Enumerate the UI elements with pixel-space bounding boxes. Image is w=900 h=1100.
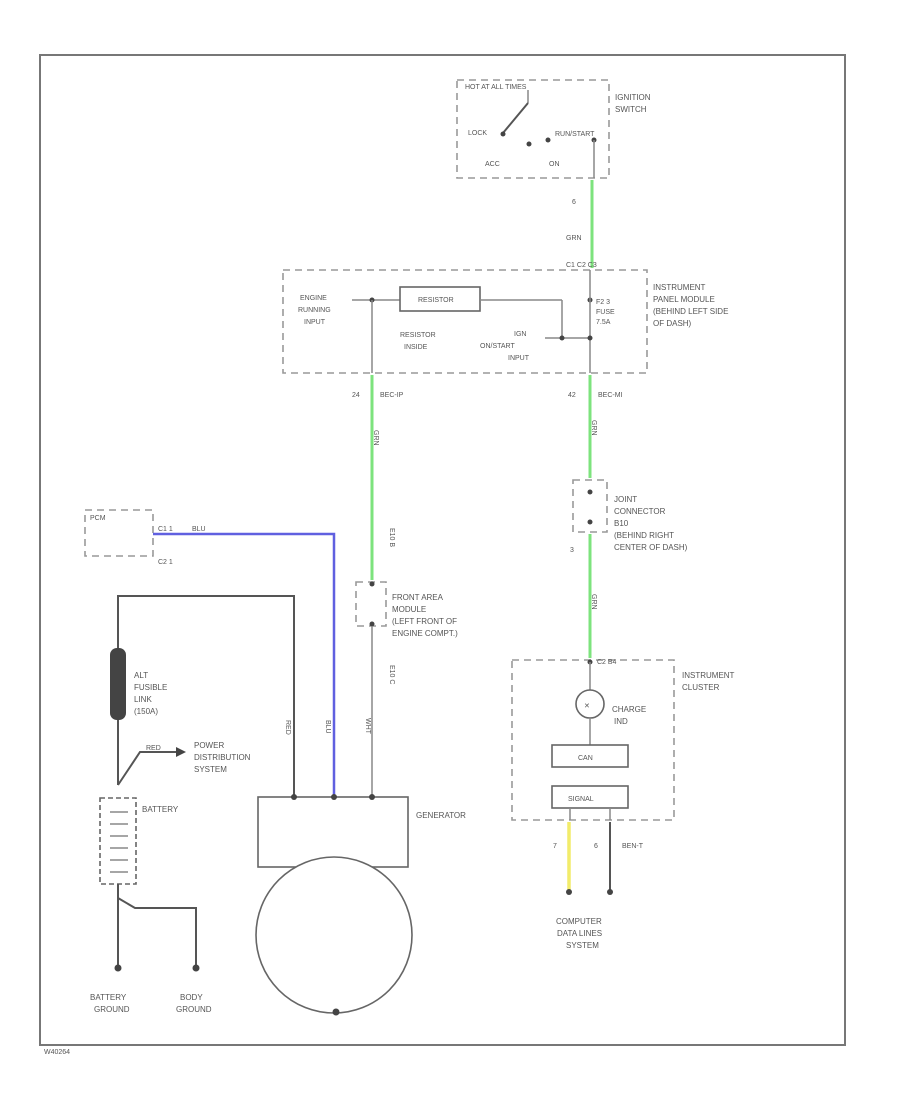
- cluster-signal-box: [551, 785, 629, 809]
- switch-pos-acc: ACC: [485, 161, 500, 168]
- charge-indicator-lamp: [575, 689, 605, 719]
- charge-ind-label-2: IND: [614, 717, 628, 726]
- fam-label-1: FRONT AREA: [392, 593, 444, 602]
- wire-pcm-to-generator: [153, 532, 336, 795]
- switch-pos-on: ON: [549, 161, 560, 168]
- fam-label-3: (LEFT FRONT OF: [392, 617, 457, 626]
- wire-left-pin: 24: [352, 392, 360, 399]
- wire-right-color: GRN: [590, 420, 597, 436]
- generator: GENERATOR: [255, 794, 466, 1016]
- fuse-label-3: 7.5A: [596, 319, 611, 326]
- battery: BATTERY: [99, 797, 179, 885]
- ignition-switch-label-2: SWITCH: [615, 105, 647, 114]
- power-dist-label-3: SYSTEM: [194, 765, 227, 774]
- engine-running-label-1: ENGINE: [300, 295, 327, 302]
- fam-wire-down: WHT: [364, 718, 371, 735]
- body-ground-label-1: BODY: [180, 993, 203, 1002]
- fusible-label-3: LINK: [134, 695, 152, 704]
- pcm-label: PCM: [90, 515, 106, 522]
- fusible-label-2: FUSIBLE: [134, 683, 167, 692]
- fam-conn-top: E10 B: [388, 528, 395, 547]
- computer-label-3: SYSTEM: [566, 941, 599, 950]
- power-dist-label-1: POWER: [194, 741, 224, 750]
- battery-ground-label-1: BATTERY: [90, 993, 127, 1002]
- alt-fusible-link: ALT FUSIBLE LINK (150A): [110, 648, 167, 720]
- fam-conn-bot: E10 C: [388, 665, 395, 684]
- charge-ind-label-1: CHARGE: [612, 705, 646, 714]
- gen-wire-red: RED: [284, 720, 291, 735]
- ipm-label-4: OF DASH): [653, 319, 692, 328]
- fusible-label-1: ALT: [134, 671, 148, 680]
- diagram-code: W40264: [44, 1049, 70, 1056]
- ign-input-label-1: IGN: [514, 331, 526, 338]
- bottom-pin-right-code: BEN-T: [622, 843, 644, 850]
- resistor-inside-label-1: RESISTOR: [400, 332, 436, 339]
- hot-at-all-times-label: HOT AT ALL TIMES: [465, 84, 527, 91]
- cluster-can-box: [551, 744, 629, 768]
- front-area-module: FRONT AREA MODULE (LEFT FRONT OF ENGINE …: [355, 581, 458, 638]
- fuse-label-1: F2 3: [596, 299, 610, 306]
- body-ground-label-2: GROUND: [176, 1005, 212, 1014]
- ipm-label-3: (BEHIND LEFT SIDE: [653, 307, 728, 316]
- fam-label-2: MODULE: [392, 605, 426, 614]
- wire-joint-color: GRN: [590, 594, 597, 610]
- instrument-panel-module: C1 C2 C3 INSTRUMENT PANEL MODULE (BEHIND…: [282, 262, 728, 374]
- engine-running-label-3: INPUT: [304, 319, 326, 326]
- wire-fusible-to-generator: [117, 595, 295, 795]
- joint-label-4: (BEHIND RIGHT: [614, 531, 674, 540]
- bottom-pin-left: 7: [553, 843, 557, 850]
- wire-right-code: BEC-MI: [598, 392, 623, 399]
- wire-left-code: BEC-IP: [380, 392, 404, 399]
- gen-wire-blu: BLU: [324, 720, 331, 734]
- fam-label-4: ENGINE COMPT.): [392, 629, 458, 638]
- pcm-wire-color: BLU: [192, 526, 206, 533]
- joint-label-1: JOINT: [614, 495, 637, 504]
- cluster-box1-label: CAN: [578, 755, 593, 762]
- cluster-box2-label: SIGNAL: [568, 796, 594, 803]
- battery-label: BATTERY: [142, 805, 179, 814]
- pcm-pin: C1 1: [158, 526, 173, 533]
- ignition-switch-label-1: IGNITION: [615, 93, 651, 102]
- computer-label-2: DATA LINES: [557, 929, 602, 938]
- power-dist-wire: RED: [146, 745, 161, 752]
- generator-label: GENERATOR: [416, 811, 466, 820]
- ign-input-label-3: INPUT: [508, 355, 530, 362]
- battery-ground-label-2: GROUND: [94, 1005, 130, 1014]
- joint-label-2: CONNECTOR: [614, 507, 666, 516]
- power-dist-label-2: DISTRIBUTION: [194, 753, 251, 762]
- instrument-cluster: C2 B4 INSTRUMENT CLUSTER ✕ CHARGE IND CA…: [511, 659, 735, 821]
- wire-left-color: GRN: [372, 430, 379, 446]
- joint-label-5: CENTER OF DASH): [614, 543, 688, 552]
- ignition-switch: HOT AT ALL TIMES LOCK RUN/START ACC ON I…: [456, 79, 651, 179]
- resistor-value: RESISTOR: [418, 297, 454, 304]
- cluster-connector: C2 B4: [597, 659, 617, 666]
- fusible-label-4: (150A): [134, 707, 158, 716]
- bottom-pin-right: 6: [594, 843, 598, 850]
- switch-pos-run: RUN/START: [555, 131, 595, 138]
- joint-label-3: B10: [614, 519, 629, 528]
- ipm-connector: C1 C2 C3: [566, 262, 597, 269]
- pcm-conn: C2 1: [158, 559, 173, 566]
- wire-right-pin: 42: [568, 392, 576, 399]
- ipm-label-2: PANEL MODULE: [653, 295, 715, 304]
- wire-ign-color: GRN: [566, 235, 582, 242]
- fuse-label-2: FUSE: [596, 309, 615, 316]
- pcm: PCM C2 1: [84, 509, 173, 566]
- switch-pos-lock: LOCK: [468, 130, 487, 137]
- ipm-label-1: INSTRUMENT: [653, 283, 706, 292]
- resistor-symbol: [399, 286, 481, 312]
- diagram-frame: [39, 54, 846, 1046]
- cluster-label-1: INSTRUMENT: [682, 671, 735, 680]
- engine-running-label-2: RUNNING: [298, 307, 331, 314]
- cluster-label-2: CLUSTER: [682, 683, 720, 692]
- lamp-glyph: ✕: [584, 703, 590, 710]
- joint-pin-bottom: 3: [570, 547, 574, 554]
- ign-input-label-2: ON/START: [480, 343, 515, 350]
- resistor-inside-label-2: INSIDE: [404, 344, 428, 351]
- joint-connector: JOINT CONNECTOR B10 (BEHIND RIGHT CENTER…: [572, 479, 688, 552]
- computer-label-1: COMPUTER: [556, 917, 602, 926]
- wire-ign-pin: 6: [572, 199, 576, 206]
